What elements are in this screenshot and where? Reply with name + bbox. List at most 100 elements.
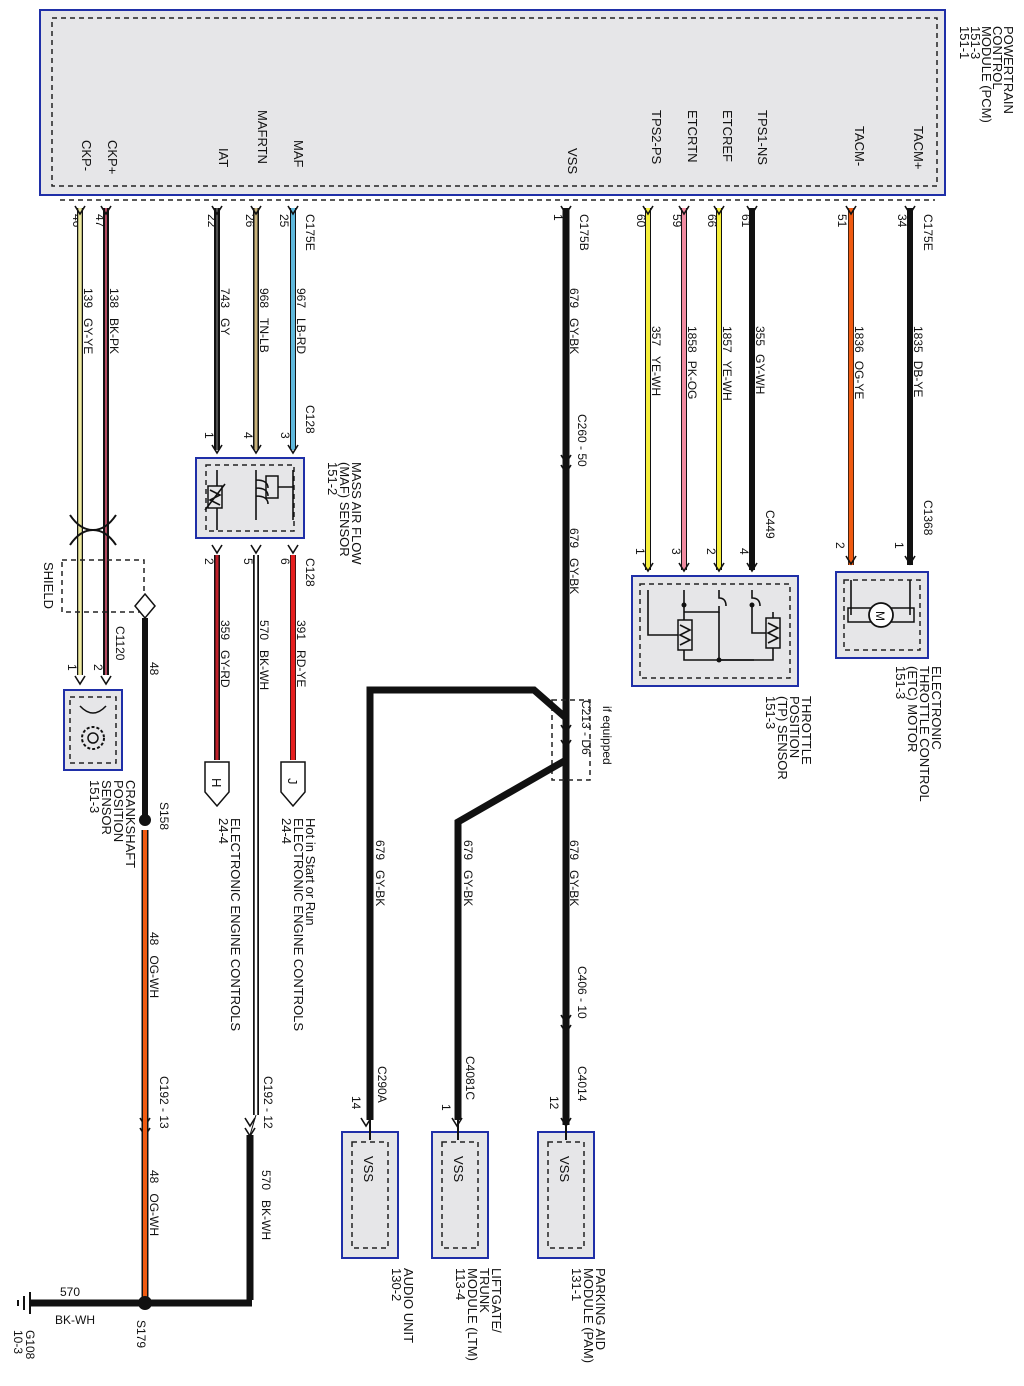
iat-thermistor-icon — [207, 485, 223, 509]
pcm-title-5: 151-1 — [957, 26, 972, 59]
connector-c290a: C290A — [375, 1066, 389, 1103]
tp-label-2: POSITION — [787, 696, 802, 758]
wire-label-1858: 1858PK-OG — [685, 326, 699, 399]
connector-c175e-b: C175E — [921, 214, 935, 251]
pin-59: 59 — [670, 214, 684, 228]
connector-c128-bot: C128 — [303, 558, 317, 587]
tp-pin-2: 2 — [704, 548, 718, 555]
ltm-vss: VSS — [451, 1156, 466, 1182]
wire-label-570: 570BK-WH — [257, 620, 271, 690]
tp-pin-4: 4 — [737, 548, 751, 555]
ltm-pin-1: 1 — [439, 1104, 453, 1111]
ckp-pin-1: 1 — [65, 664, 79, 671]
pin-1-vss: 1 — [551, 214, 565, 221]
ref-j-arrow — [280, 761, 306, 808]
ltm-label-2: TRUNK — [477, 1268, 492, 1313]
pcm-pin-vss: VSS — [565, 148, 580, 174]
wire-label-1857: 1857YE-WH — [720, 326, 734, 401]
wire-label-48a: 48OG-WH — [147, 932, 161, 998]
splice-s179-dot — [138, 1296, 152, 1310]
ltm-module: VSS LIFTGATE/ TRUNK MODULE (LTM) 113-4 — [431, 1131, 504, 1361]
wire-label-1836: 1836OG-YE — [852, 326, 866, 399]
shield-dashed — [61, 559, 145, 613]
wire-label-679-pam: 679GY-BK — [567, 840, 581, 906]
pcm-pin-tps1: TPS1-NS — [755, 110, 770, 165]
splice-s158: S158 — [157, 802, 171, 830]
wire-label-359: 359GY-RD — [218, 620, 232, 688]
pcm-title-3: MODULE (PCM) — [979, 26, 994, 123]
ckp-box — [63, 689, 123, 771]
wire-label-570b: 570BK-WH — [259, 1170, 273, 1240]
audio-pin-14: 14 — [349, 1096, 363, 1110]
pcm-pin-ckp-minus: CKP- — [79, 140, 94, 171]
pin-51: 51 — [835, 214, 849, 228]
ref-j: J — [285, 778, 300, 785]
ckp-label-3: SENSOR — [99, 780, 114, 835]
splice-s179: S179 — [134, 1320, 148, 1348]
maf-pin-1: 1 — [202, 432, 216, 439]
ground-g108: G108 — [23, 1330, 37, 1360]
ground-icon — [17, 1292, 31, 1314]
connector-c192-12: C192 - 12 — [261, 1076, 275, 1129]
maf-coil-icon — [255, 470, 269, 520]
ltm-label-4: 113-4 — [453, 1268, 468, 1300]
etc-pin-2: 2 — [833, 542, 847, 549]
pcm-title-1: POWERTRAIN — [1001, 26, 1016, 114]
eec-h-label-2: 24-4 — [216, 818, 231, 844]
connector-c213: C213 - D6 — [579, 700, 593, 755]
wire-label-138: 138BK-PK — [107, 288, 121, 354]
pam-label-2: MODULE (PAM) — [581, 1268, 596, 1363]
pcm-title-2: CONTROL — [990, 26, 1005, 90]
audio-box — [341, 1131, 399, 1259]
pin-66: 66 — [705, 214, 719, 228]
c213-dashed — [551, 699, 591, 781]
audio-vss: VSS — [361, 1156, 376, 1182]
tp-label-4: 151-3 — [763, 696, 778, 729]
vss-distribution: C260 - 50 679GY-BK C213 - D6 if equipped… — [349, 414, 614, 1120]
tp-pin-1: 1 — [633, 548, 647, 555]
pcm-pin-iat: IAT — [216, 148, 231, 167]
shield-wire-48: 48 — [147, 662, 161, 676]
wire-label-391: 391RD-YE — [294, 620, 308, 687]
ckp-label-4: 151-3 — [87, 780, 102, 813]
pcm-title-4: 151-3 — [968, 26, 983, 59]
pcm-pin-mafrtn: MAFRTN — [255, 110, 270, 164]
wire-label-679-ltm: 679GY-BK — [461, 840, 475, 906]
vss-branch-ltm — [454, 756, 568, 1120]
wire-label-679-audio: 679GY-BK — [373, 840, 387, 906]
twisted-pair-icon — [69, 514, 117, 546]
pam-label-1: PARKING AID — [593, 1268, 608, 1350]
tp-sensor: C449 1 3 2 4 THROTTLE POSITION (TP) SENS… — [631, 510, 814, 780]
pcm-inner-dashed — [51, 17, 938, 187]
connector-c128-top: C128 — [303, 405, 317, 434]
pin-34: 34 — [895, 214, 909, 228]
ckp-sensor: SHIELD C1120 1 2 CRANKSHAFT POSITION SEN… — [41, 514, 171, 1300]
audio-label-1: AUDIO UNIT — [401, 1268, 416, 1343]
maf-pin-4: 4 — [241, 432, 255, 439]
pcm-pin-tacm-plus: TACM+ — [911, 126, 926, 169]
pam-vss: VSS — [557, 1156, 572, 1182]
pcm-box — [39, 9, 946, 196]
ltm-box — [431, 1131, 489, 1259]
pam-box — [537, 1131, 595, 1259]
connector-c192-13: C192 - 13 — [157, 1076, 171, 1129]
vss-branch-audio — [366, 686, 569, 1120]
connector-c4014: C4014 — [575, 1066, 589, 1102]
connector-c406: C406 - 10 — [575, 966, 589, 1019]
eec-h-label-1: ELECTRONIC ENGINE CONTROLS — [228, 818, 243, 1031]
ref-h: H — [209, 778, 224, 787]
etc-label-2: THROTTLE CONTROL — [917, 666, 932, 802]
motor-glyph: M — [873, 611, 887, 621]
pcm-pin-tps2: TPS2-PS — [649, 110, 664, 165]
wire-label-743: 743GY — [218, 288, 232, 335]
pam-module: VSS PARKING AID MODULE (PAM) 131-1 — [537, 1131, 608, 1363]
etc-label-3: (ETC) MOTOR — [905, 666, 920, 752]
eec-j-label-3: 24-4 — [279, 818, 294, 844]
upper-wires — [77, 208, 913, 1125]
connector-c175b: C175B — [577, 214, 591, 251]
audio-label-2: 130-2 — [389, 1268, 404, 1301]
tp-pin-3: 3 — [669, 548, 683, 555]
pcm-pin-etcref: ETCREF — [720, 110, 735, 162]
ckp-pin-2: 2 — [91, 664, 105, 671]
pcm-module: POWERTRAIN CONTROL MODULE (PCM) 151-3 15… — [39, 9, 1016, 196]
